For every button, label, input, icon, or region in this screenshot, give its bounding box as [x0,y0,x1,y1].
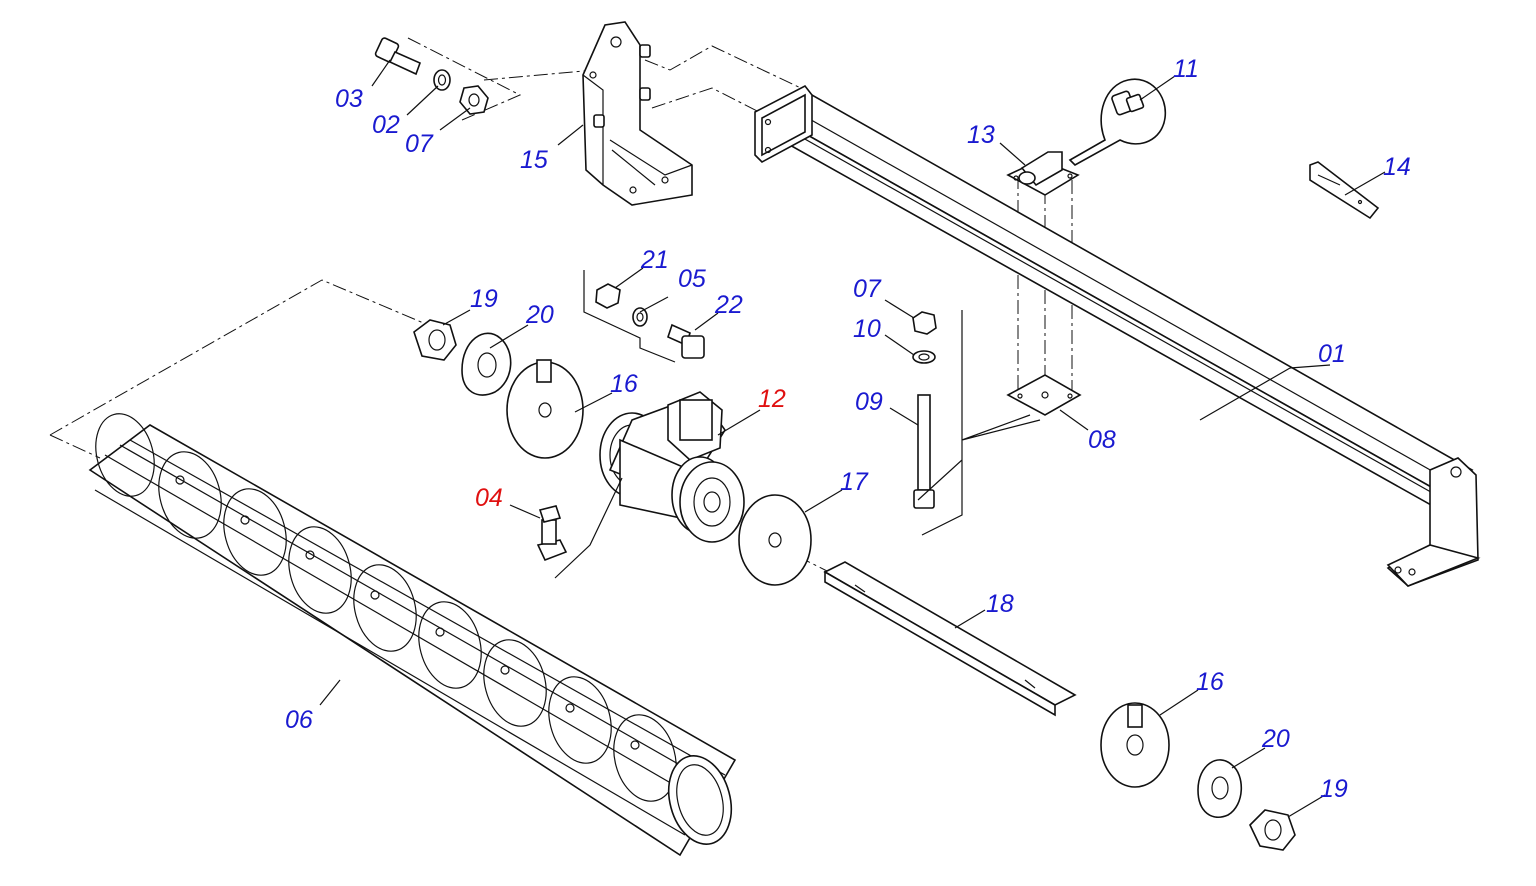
callout-04: 04 [475,484,503,512]
callouts: 01 02 03 04 05 06 07 07 08 09 10 11 12 1… [285,55,1411,803]
callout-07-top: 07 [405,130,434,158]
callout-15: 15 [520,146,548,174]
callout-16-lower: 16 [1196,668,1224,696]
callout-13: 13 [967,121,995,149]
callout-06: 06 [285,706,313,734]
part-18-shaft [823,561,1077,717]
callout-16-upper: 16 [610,370,638,398]
callout-19-lower: 19 [1320,775,1348,803]
part-03-02-07-fasteners [374,37,489,115]
callout-19-upper: 19 [470,285,498,313]
part-12-gearbox [599,391,745,543]
part-19-20-16-upper [413,319,584,459]
callout-18: 18 [986,590,1014,618]
callout-14: 14 [1383,153,1411,181]
part-15-bracket [582,21,693,206]
callout-01: 01 [1318,340,1346,368]
part-08-plate [1006,374,1082,416]
part-06-cage-roller [88,413,737,857]
callout-20-upper: 20 [525,301,554,329]
callout-05: 05 [678,265,706,293]
callout-03: 03 [335,85,363,113]
callout-02: 02 [372,111,400,139]
callout-11: 11 [1173,55,1199,83]
callout-09: 09 [855,388,883,416]
leader-lines [319,59,1386,818]
part-07-10-09-pin [912,310,1041,536]
callout-07-pin: 07 [853,275,882,303]
callout-21: 21 [640,246,669,274]
part-17-disc [738,494,812,586]
callout-12: 12 [758,385,786,413]
part-04-bolt [536,477,623,579]
part-13-bearing-housing [1006,151,1080,196]
callout-10: 10 [853,315,881,343]
callout-20-lower: 20 [1261,725,1290,753]
part-21-05-22-fasteners [583,270,705,363]
callout-08: 08 [1088,426,1116,454]
callout-22: 22 [714,291,743,319]
callout-17: 17 [840,468,869,496]
part-16-20-19-lower [1100,702,1296,851]
part-14-decal [1309,161,1380,220]
part-01-beam [754,84,1481,587]
